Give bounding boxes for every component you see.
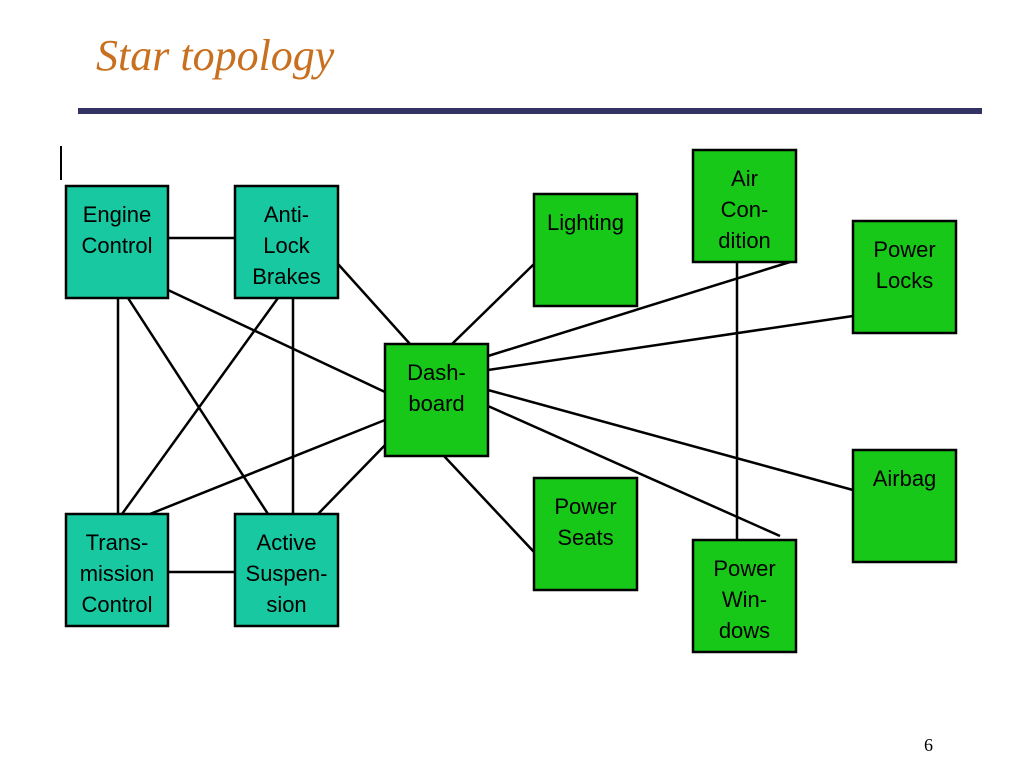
node-box-dashboard — [383, 342, 490, 458]
node-box-engine-control — [64, 184, 170, 300]
node-label-transmission-control-line-3: Control — [82, 592, 153, 617]
links-layer — [116, 236, 854, 574]
node-label-air-condition-line-1: Air — [731, 166, 758, 191]
node-box-anti-lock-brakes — [233, 184, 340, 300]
link-dashboard-to-power-seats — [443, 455, 535, 553]
node-label-power-windows-line-3: dows — [719, 618, 770, 643]
node-lighting: Lighting — [532, 192, 639, 308]
link-dashboard-to-air-condition — [487, 260, 791, 358]
title-rule — [78, 108, 982, 114]
node-label-power-locks-line-2: Locks — [876, 268, 933, 293]
node-label-transmission-control-line-2: mission — [80, 561, 155, 586]
node-label-airbag-line-1: Airbag — [873, 466, 937, 491]
node-label-power-seats-line-2: Seats — [557, 525, 613, 550]
link-engine-control-to-active-suspension — [126, 297, 270, 515]
node-label-engine-control-line-1: Engine — [83, 202, 152, 227]
node-box-lighting — [532, 192, 639, 308]
link-active-suspension-to-dashboard — [317, 439, 391, 515]
node-airbag: Airbag — [851, 448, 958, 564]
node-box-air-condition — [691, 148, 798, 264]
link-dashboard-to-power-windows — [487, 404, 781, 538]
link-dashboard-to-lighting — [451, 263, 535, 345]
node-label-active-suspension-line-3: sion — [266, 592, 306, 617]
node-label-anti-lock-brakes-line-1: Anti- — [264, 202, 309, 227]
link-dashboard-to-airbag — [487, 388, 854, 492]
node-box-airbag — [851, 448, 958, 564]
node-label-power-windows-line-1: Power — [713, 556, 775, 581]
node-label-air-condition-line-2: Con- — [721, 197, 769, 222]
node-label-air-condition-line-3: dition — [718, 228, 771, 253]
link-transmission-control-to-dashboard — [149, 418, 386, 516]
node-dashboard: Dash-board — [383, 342, 490, 458]
node-label-power-locks-line-1: Power — [873, 237, 935, 262]
page-number: 6 — [924, 735, 933, 755]
node-box-power-seats — [532, 476, 639, 592]
margin-tick — [60, 146, 62, 180]
link-anti-lock-brakes-to-transmission-control — [120, 297, 280, 515]
node-label-dashboard-line-1: Dash- — [407, 360, 466, 385]
node-label-active-suspension-line-1: Active — [257, 530, 317, 555]
node-label-power-seats-line-1: Power — [554, 494, 616, 519]
node-box-power-windows — [691, 538, 798, 654]
node-label-anti-lock-brakes-line-3: Brakes — [252, 264, 320, 289]
slide-title: Star topology — [96, 31, 335, 80]
link-anti-lock-brakes-to-dashboard — [337, 263, 411, 345]
link-dashboard-to-power-locks — [487, 314, 854, 372]
node-box-transmission-control — [64, 512, 170, 628]
node-label-engine-control-line-2: Control — [82, 233, 153, 258]
link-engine-control-to-dashboard — [167, 288, 386, 394]
node-label-power-windows-line-2: Win- — [722, 587, 767, 612]
node-label-transmission-control-line-1: Trans- — [86, 530, 149, 555]
node-label-active-suspension-line-2: Suspen- — [246, 561, 328, 586]
node-box-power-locks — [851, 219, 958, 335]
node-label-lighting-line-1: Lighting — [547, 210, 624, 235]
node-label-anti-lock-brakes-line-2: Lock — [263, 233, 310, 258]
node-label-dashboard-line-2: board — [408, 391, 464, 416]
node-box-active-suspension — [233, 512, 340, 628]
